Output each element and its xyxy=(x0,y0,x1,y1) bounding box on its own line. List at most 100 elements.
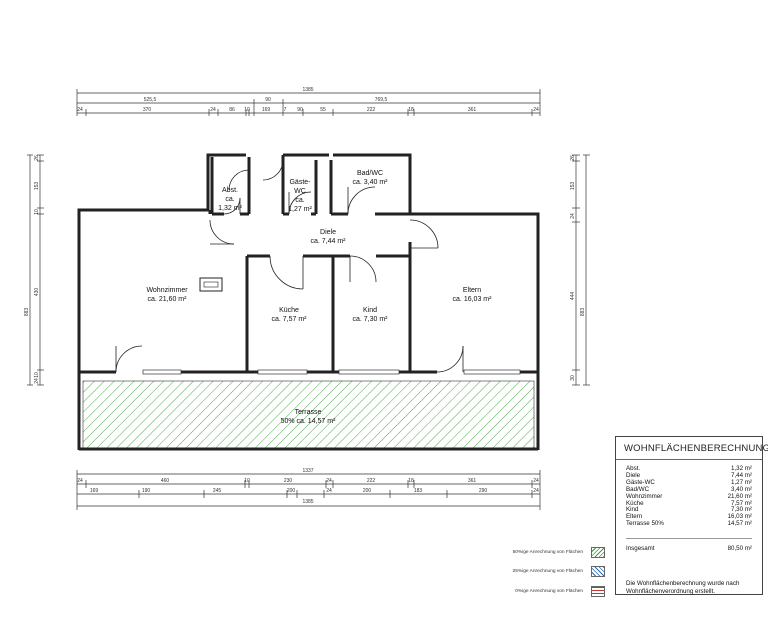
dim-text: 24 xyxy=(326,478,332,484)
dim-text: 169 xyxy=(90,488,99,494)
fireplace-inner xyxy=(203,281,219,288)
summary-note: Die Wohnflächenberechnung wurde nach Woh… xyxy=(626,580,740,595)
summary-label: Eltern xyxy=(626,513,643,521)
dim-text: 460 xyxy=(161,478,170,484)
dim-text: 190 xyxy=(142,488,151,494)
summary-row: Bad/WC 3,40 m² xyxy=(626,485,752,494)
dim-text: 18 xyxy=(408,107,414,113)
dim-text: 24 xyxy=(533,488,539,494)
summary-row: Abst.1,32 m² xyxy=(626,465,752,473)
room-abst-area: 1,32 m² xyxy=(218,205,242,212)
dim-text: 290 xyxy=(479,488,488,494)
dim-text: 883 xyxy=(24,308,30,317)
right-dimensions: 26 153 24 444 30 883 xyxy=(570,154,590,386)
dim-top-mid: 90 xyxy=(265,97,271,103)
room-eltern-name: Eltern xyxy=(463,287,481,294)
room-bad-name: Bad/WC xyxy=(357,170,383,177)
walls xyxy=(77,153,540,451)
dim-text: 24 xyxy=(326,488,332,494)
room-gaeste-area: 1,27 m² xyxy=(288,206,312,213)
summary-row: Wohnzimmer 21,60 m² xyxy=(626,492,752,501)
dim-text: 7 xyxy=(284,107,287,113)
summary-value: 14,57 m² xyxy=(727,520,752,528)
dim-text: 245 xyxy=(213,488,222,494)
legend-item-0: 0%ige Anrechnung von Flächen xyxy=(480,584,605,598)
dim-text: 30 xyxy=(570,375,576,381)
room-terrasse-name: Terrasse xyxy=(295,409,322,416)
legend-label: 50%ige Anrechnung von Flächen xyxy=(512,549,583,555)
dim-text: 24 xyxy=(77,478,83,484)
room-wohn-name: Wohnzimmer xyxy=(146,287,188,294)
room-bad-area: ca. 3,40 m² xyxy=(352,179,388,186)
summary-label: Gäste-WC xyxy=(626,478,655,486)
top-dimensions: 1385 525,5 90 769,5 24 370 24 86 10 169 … xyxy=(76,87,541,116)
dim-text: 361 xyxy=(468,107,477,113)
dim-top-left: 525,5 xyxy=(144,97,157,103)
dim-text: 361 xyxy=(468,478,477,484)
dim-text: 169 xyxy=(262,107,271,113)
summary-label: Diele xyxy=(626,471,641,479)
dim-text: 24 xyxy=(533,478,539,484)
summary-title: WOHNFLÄCHENBERECHNUNG xyxy=(616,437,768,460)
dim-text: 86 xyxy=(229,107,235,113)
dim-bottom-total: 1337 xyxy=(302,468,313,474)
windows xyxy=(142,369,521,375)
room-abst-name: Abst. xyxy=(222,187,238,194)
dim-text: 444 xyxy=(570,292,576,301)
dim-text: 200 xyxy=(287,488,296,494)
left-dimensions: 26 153 10 430 10 24 883 xyxy=(24,154,44,386)
dim-text: 230 xyxy=(284,478,293,484)
dim-text: 90 xyxy=(297,107,303,113)
legend-label: 25%ige Anrechnung von Flächen xyxy=(512,568,583,574)
room-gaeste-ca: ca. xyxy=(295,197,304,204)
summary-value: 3,40 m² xyxy=(731,485,752,493)
dim-text: 24 xyxy=(570,213,576,219)
dim-text: 153 xyxy=(34,182,40,191)
legend-item-25: 25%ige Anrechnung von Flächen xyxy=(480,564,605,578)
terrace-area xyxy=(82,380,535,449)
summary-value: 7,57 m² xyxy=(731,499,752,507)
summary-value: 16,03 m² xyxy=(727,513,752,521)
summary-total-label: Insgesamt xyxy=(626,545,655,553)
dim-text: 24 xyxy=(533,107,539,113)
room-terrasse-area: 50% ca. 14,57 m² xyxy=(281,418,337,425)
room-eltern-area: ca. 16,03 m² xyxy=(453,296,493,303)
bottom-dimensions: 1337 24 460 10 230 24 222 18 361 24 169 … xyxy=(76,468,541,510)
room-diele-area: ca. 7,44 m² xyxy=(310,238,346,245)
summary-total-row: Insgesamt 80,50 m² xyxy=(626,538,752,552)
dim-text: 24 xyxy=(210,107,216,113)
room-kueche-area: ca. 7,57 m² xyxy=(271,316,307,323)
summary-value: 7,44 m² xyxy=(731,471,752,479)
dim-text: 200 xyxy=(363,488,372,494)
dim-text: 18 xyxy=(408,478,414,484)
summary-label: Kind xyxy=(626,506,639,514)
room-gaeste-name: Gäste- xyxy=(289,179,311,186)
dim-text: 883 xyxy=(580,308,586,317)
dim-bottom-total2: 1385 xyxy=(302,499,313,505)
dim-text: 222 xyxy=(367,107,376,113)
summary-label: Wohnzimmer xyxy=(626,492,663,500)
room-diele-name: Diele xyxy=(320,229,336,236)
room-kind-name: Kind xyxy=(363,307,377,314)
dim-text: 222 xyxy=(367,478,376,484)
dim-text: 24 xyxy=(77,107,83,113)
legend-swatch-red xyxy=(591,585,605,597)
summary-value: 21,60 m² xyxy=(727,492,752,500)
legend-swatch-green xyxy=(591,546,605,558)
dim-text: 26 xyxy=(34,155,40,161)
summary-label: Bad/WC xyxy=(626,485,650,493)
dim-text: 183 xyxy=(414,488,423,494)
summary-value: 1,32 m² xyxy=(731,465,752,472)
dim-text: 10 xyxy=(34,209,40,215)
dim-top-total: 1385 xyxy=(302,87,313,93)
room-gaeste-name2: WC xyxy=(294,188,306,195)
room-wohn-area: ca. 21,60 m² xyxy=(148,296,188,303)
dim-text: 430 xyxy=(34,288,40,297)
summary-label: Terrasse 50% xyxy=(626,520,664,528)
legend-swatch-blue xyxy=(591,565,605,577)
room-abst-ca: ca. xyxy=(225,196,234,203)
